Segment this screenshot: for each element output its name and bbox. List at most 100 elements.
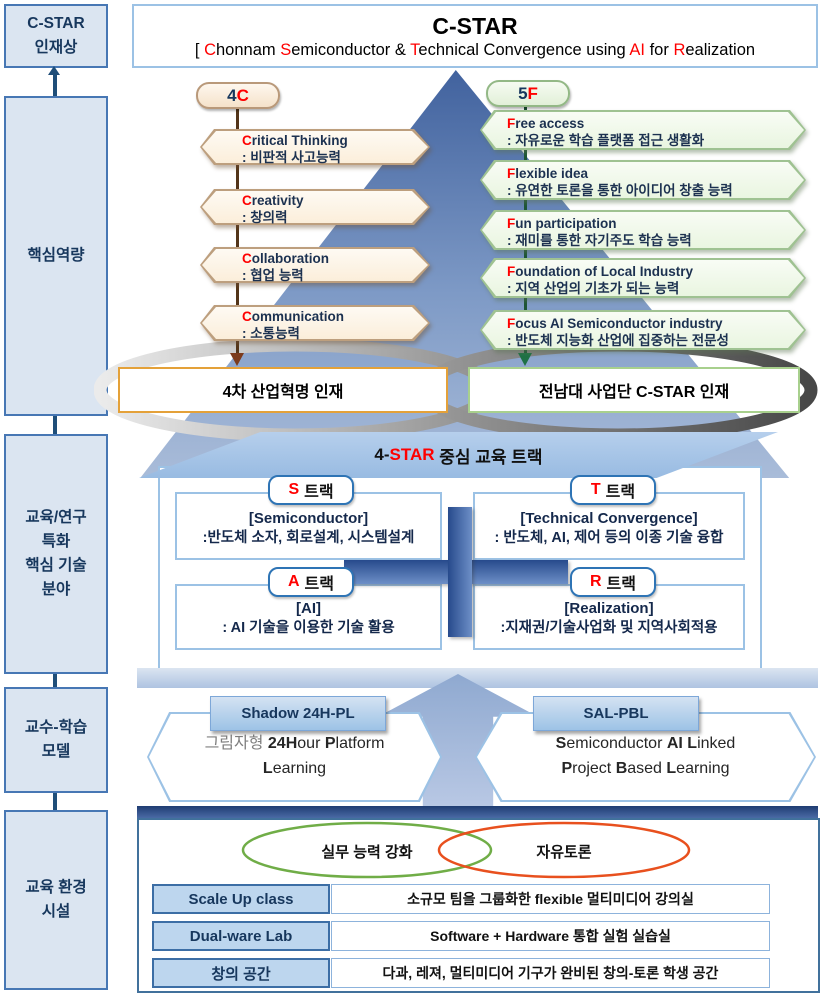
- model-seg: inked: [697, 735, 736, 753]
- key-letter: F: [507, 264, 516, 279]
- key-letter: F: [507, 316, 516, 331]
- talent-box-industry: 4차 산업혁명 인재: [118, 367, 448, 413]
- ribbon-text: Fun participation : 재미를 통한 자기주도 학습 능력: [507, 215, 692, 250]
- ribbon-fill: [482, 260, 804, 296]
- model-description: Semiconductor AI Linked Project Based Le…: [475, 712, 816, 802]
- subtitle-seg: for: [645, 40, 674, 59]
- competency-item-collaboration: Collaboration : 협업 능력: [200, 247, 430, 283]
- model-seg: AI: [666, 735, 688, 753]
- sidebar-connector: [53, 674, 57, 687]
- ribbon-fill: [482, 162, 804, 198]
- item-title: ree access: [515, 116, 585, 131]
- model-description: 그림자형 24Hour Platform Learning: [147, 712, 442, 802]
- item-title: ritical Thinking: [251, 133, 348, 148]
- page-title: C-STAR: [432, 12, 518, 39]
- sidebar-label: 분야: [41, 581, 71, 599]
- badge-number: 4: [227, 85, 237, 105]
- competency-item-critical-thinking: Critical Thinking : 비판적 사고능력: [200, 129, 430, 165]
- model-seg: L: [262, 760, 273, 777]
- fourc-down-arrow-icon: [230, 353, 244, 366]
- facility-row-value: 다과, 레져, 멀티미디어 기구가 완비된 창의-토론 학생 공간: [331, 958, 770, 988]
- item-title: un participation: [515, 216, 617, 231]
- item-desc: : 협업 능력: [242, 268, 304, 284]
- sidebar-label: 핵심역량: [27, 246, 85, 264]
- item-desc: : 비판적 사고능력: [242, 150, 341, 166]
- up-arrow-icon: [48, 66, 60, 75]
- subtitle-seg: T: [410, 40, 419, 59]
- item-title: reativity: [251, 193, 304, 208]
- key-letter: C: [242, 133, 252, 148]
- subtitle-seg: AI: [629, 40, 645, 59]
- fivef-down-arrow-icon: [518, 353, 532, 366]
- key-letter: F: [507, 216, 516, 231]
- item-desc: : 소통능력: [242, 326, 300, 342]
- badge-letter: C: [236, 85, 249, 105]
- competency-item-fun-participation: Fun participation : 재미를 통한 자기주도 학습 능력: [480, 210, 806, 250]
- track-title: [Technical Convergence]: [520, 510, 698, 528]
- competency-item-flexible-idea: Flexible idea : 유연한 토론을 통한 아이디어 창출 능력: [480, 160, 806, 200]
- track-desc: : 반도체, AI, 제어 등의 이종 기술 융합: [494, 530, 724, 547]
- track-word: 트랙: [605, 484, 636, 501]
- track-letter: A: [287, 573, 300, 590]
- item-desc: : 자유로운 학습 플랫폼 접근 생활화: [507, 133, 705, 149]
- model-seg: B: [615, 760, 628, 777]
- ribbon-text: Free access : 자유로운 학습 플랫폼 접근 생활화: [507, 115, 704, 150]
- competency-item-foundation-local-industry: Foundation of Local Industry : 지역 산업의 기초…: [480, 258, 806, 298]
- item-title: ocus AI Semiconductor industry: [515, 316, 723, 331]
- sidebar-connector: [53, 793, 57, 810]
- subtitle-seg: ealization: [685, 40, 756, 59]
- competency-item-creativity: Creativity : 창의력: [200, 189, 430, 225]
- track-title: [AI]: [296, 600, 321, 618]
- subtitle-seg: S: [280, 40, 292, 59]
- star-band: 4-STAR 중심 교육 트랙: [139, 432, 778, 478]
- competency-item-free-access: Free access : 자유로운 학습 플랫폼 접근 생활화: [480, 110, 806, 150]
- facility-row-label: Scale Up class: [152, 884, 330, 914]
- item-desc: : 재미를 통한 자기주도 학습 능력: [507, 233, 692, 249]
- sidebar-label: 핵심 기술: [25, 557, 87, 574]
- model-seg: 그림자형: [204, 735, 268, 753]
- track-letter: T: [590, 481, 601, 498]
- key-letter: C: [242, 309, 252, 324]
- model-seg: P: [324, 735, 336, 753]
- track-desc: : AI 기술을 이용한 기술 활용: [222, 620, 395, 637]
- model-hexagon-sal-pbl: Semiconductor AI Linked Project Based Le…: [475, 712, 816, 802]
- facility-row-value: 소규모 팀을 그룹화한 flexible 멀티미디어 강의실: [331, 884, 770, 914]
- ribbon-text: Foundation of Local Industry : 지역 산업의 기초…: [507, 263, 693, 298]
- ribbon-fill: [202, 191, 428, 223]
- ribbon-fill: [202, 307, 428, 339]
- talent-box-cstar: 전남대 사업단 C-STAR 인재: [468, 367, 800, 413]
- model-header-shadow-24h-pl: Shadow 24H-PL: [210, 696, 386, 731]
- track-word: 트랙: [304, 576, 334, 593]
- models-top-band: [137, 668, 818, 688]
- subtitle-seg: echnical Convergence using: [418, 40, 630, 59]
- item-desc: : 반도체 지능화 산업에 집중하는 전문성: [507, 333, 729, 349]
- key-letter: C: [242, 251, 252, 266]
- model-header-label: Shadow 24H-PL: [241, 705, 355, 722]
- item-desc: : 유연한 토론을 통한 아이디어 창출 능력: [507, 183, 733, 199]
- model-seg: our: [297, 735, 325, 753]
- sidebar-item-edu-environment: 교육 환경 시설: [4, 810, 108, 990]
- track-title: [Semiconductor]: [248, 510, 369, 528]
- track-letter: R: [589, 573, 602, 590]
- sidebar-item-teaching-model: 교수-학습 모델: [4, 687, 108, 793]
- model-header-sal-pbl: SAL-PBL: [533, 696, 699, 731]
- ribbon-fill: [202, 131, 428, 163]
- ribbon-text: Flexible idea : 유연한 토론을 통한 아이디어 창출 능력: [507, 165, 733, 200]
- sidebar-label: C-STAR: [27, 14, 85, 32]
- page-subtitle: [ Chonnam Semiconductor & Technical Conv…: [195, 41, 755, 60]
- facility-row-value: Software + Hardware 통합 실험 실습실: [331, 921, 770, 951]
- subtitle-seg: emiconductor &: [291, 40, 411, 59]
- ribbon-text: Focus AI Semiconductor industry : 반도체 지능…: [507, 315, 729, 350]
- header-title-box: C-STAR [ Chonnam Semiconductor & Technic…: [132, 4, 818, 68]
- competency-item-communication: Communication : 소통능력: [200, 305, 430, 341]
- band-text: 중심 교육 트랙: [434, 447, 543, 467]
- sidebar-item-core-competency: 핵심역량: [4, 96, 108, 416]
- facility-row-label: 창의 공간: [152, 958, 330, 988]
- item-desc: : 창의력: [242, 210, 288, 226]
- model-seg: S: [555, 735, 567, 753]
- sidebar-label: 교육 환경: [25, 878, 87, 896]
- subtitle-seg: [: [194, 40, 205, 59]
- item-title: lexible idea: [515, 166, 589, 181]
- facility-row-label: Dual-ware Lab: [152, 921, 330, 951]
